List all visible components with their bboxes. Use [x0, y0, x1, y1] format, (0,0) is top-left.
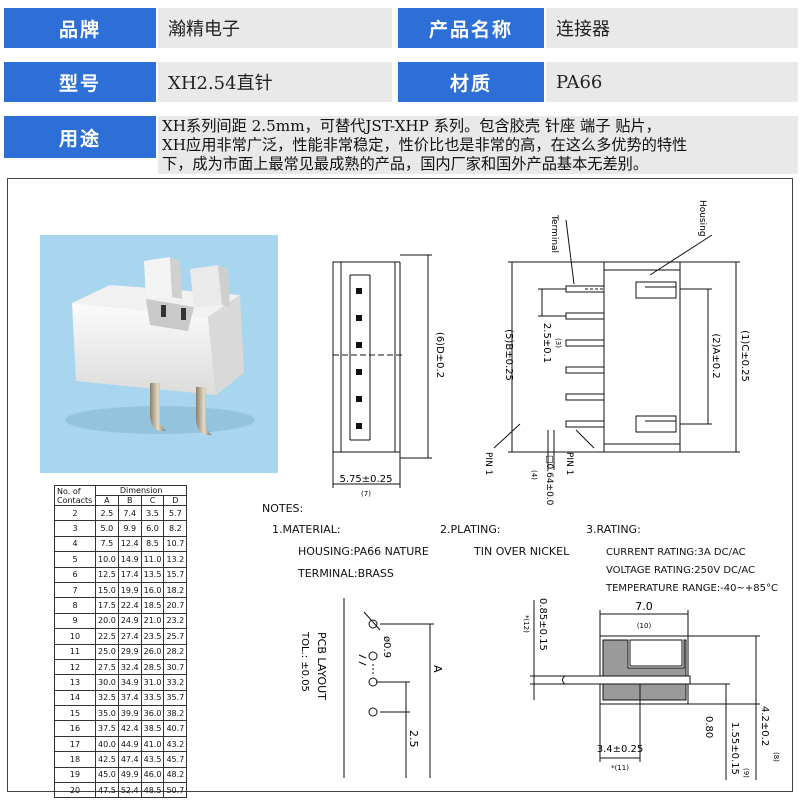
dim-width-label: 5.75±0.25	[340, 474, 393, 485]
dim-pin-ref: (4)	[530, 470, 538, 480]
pcb-title: PCB LAYOUT	[315, 632, 328, 700]
section-dim-080: 0.80	[703, 716, 714, 738]
brand-label: 品牌	[4, 8, 156, 48]
section-dim-085-ref: *(12)	[522, 615, 530, 633]
dimension-cell: 50.7	[163, 782, 188, 799]
dimension-cell: 48.5	[140, 782, 165, 799]
dim-b-label: (5)B±0.25	[503, 329, 514, 381]
notes-block: NOTES: 1.MATERIAL: HOUSING:PA66 NATURE T…	[262, 502, 778, 594]
note-3-voltage: VOLTAGE RATING:250V DC/AC	[606, 565, 755, 576]
dimension-cell: 16.0	[140, 581, 165, 599]
model-label: 型号	[4, 62, 156, 102]
section-dim-34: 3.4±0.25	[597, 744, 644, 755]
usage-line-3: 下，成为市面上最常见最成熟的产品，国内厂家和国外产品基本无差别。	[162, 155, 648, 173]
section-width-ref: (10)	[637, 622, 652, 630]
note-1-title: 1.MATERIAL:	[272, 523, 341, 536]
note-3-temperature: TEMPERATURE RANGE:-40~+85°C	[605, 583, 778, 594]
dim-c-label: (1)C±0.25	[739, 330, 750, 382]
dimension-cell: 11.0	[140, 551, 165, 568]
section-dim-085: 0.85±0.15	[537, 598, 548, 651]
dim-width-ref: (7)	[361, 490, 371, 498]
section-dim-155-ref: (9)	[742, 768, 750, 778]
product-photo	[40, 235, 278, 473]
section-dim-42-ref: (8)	[772, 752, 780, 762]
dim-pitch-ref: (3)	[554, 338, 562, 348]
section-dims	[530, 600, 760, 780]
material-label: 材质	[398, 62, 544, 102]
note-2-title: 2.PLATING:	[440, 523, 501, 536]
front-view	[332, 254, 432, 488]
label-terminal: Terminal	[549, 214, 559, 253]
dimension-cell: 3.5	[140, 504, 165, 522]
pcb-layout	[343, 598, 434, 778]
note-2-value: TIN OVER NICKEL	[473, 545, 570, 558]
connector-photo-illustration	[40, 235, 278, 473]
dim-a-label: (2)A±0.2	[710, 333, 721, 378]
dim-pitch-label: 2.5±0.1	[541, 323, 552, 363]
dimension-cell: 8.5	[140, 535, 165, 553]
section-dim-42: 4.2±0.2	[759, 706, 770, 746]
label-housing: Housing	[697, 200, 707, 237]
contacts-header-line-1: No. of	[57, 486, 81, 496]
dim-d-label: (6)D±0.2	[434, 332, 445, 378]
pcb-tolerance: TOL.: ±0.05	[299, 631, 310, 692]
pcb-hole-diameter: ø0.9	[381, 636, 392, 658]
usage-text: XH系列间距 2.5mm，可替代JST-XHP 系列。包含胶壳 针座 端子 贴片…	[158, 116, 798, 174]
note-1-housing: HOUSING:PA66 NATURE	[298, 545, 429, 558]
plan-view	[493, 219, 740, 470]
model-value: XH2.54直针	[158, 62, 392, 102]
usage-line-2: XH应用非常广泛，性能非常稳定，性价比也是非常的高，在这么多优势的特性	[162, 136, 688, 154]
pin1-label-b: PIN 1	[564, 452, 574, 475]
contacts-cell: 8	[54, 597, 96, 614]
pcb-dim-a: A	[431, 665, 444, 673]
dimension-cell: 36.0	[140, 705, 165, 722]
dimension-cell: 35.7	[163, 689, 188, 707]
contacts-cell: 14	[54, 689, 96, 707]
section-dim-34-ref: *(11)	[611, 764, 629, 772]
usage-line-1: XH系列间距 2.5mm，可替代JST-XHP 系列。包含胶壳 针座 端子 贴片…	[162, 117, 661, 135]
front-view-pins	[356, 288, 362, 429]
usage-label: 用途	[4, 116, 156, 158]
brand-value: 瀚精电子	[158, 8, 392, 48]
pin1-label-a: PIN 1	[483, 452, 493, 475]
dim-pin-label: □0.64±0.0	[544, 455, 554, 506]
contacts-header-line-2: Contacts	[57, 495, 93, 505]
note-3-current: CURRENT RATING:3A DC/AC	[606, 547, 746, 558]
section-dim-155: 1.55±0.15	[729, 722, 740, 775]
product-name-value: 连接器	[546, 8, 798, 48]
note-3-title: 3.RATING:	[586, 523, 641, 536]
dimension-cell: 44.9	[117, 735, 142, 753]
product-name-label: 产品名称	[398, 8, 544, 48]
dimension-cell: 52.4	[117, 782, 142, 799]
note-1-terminal: TERMINAL:BRASS	[297, 567, 394, 580]
contacts-cell: 20	[54, 782, 96, 799]
notes-title: NOTES:	[262, 502, 303, 515]
material-value: PA66	[546, 62, 798, 102]
section-view	[562, 635, 691, 740]
section-width: 7.0	[635, 600, 653, 613]
pcb-pitch: 2.5	[407, 730, 420, 748]
